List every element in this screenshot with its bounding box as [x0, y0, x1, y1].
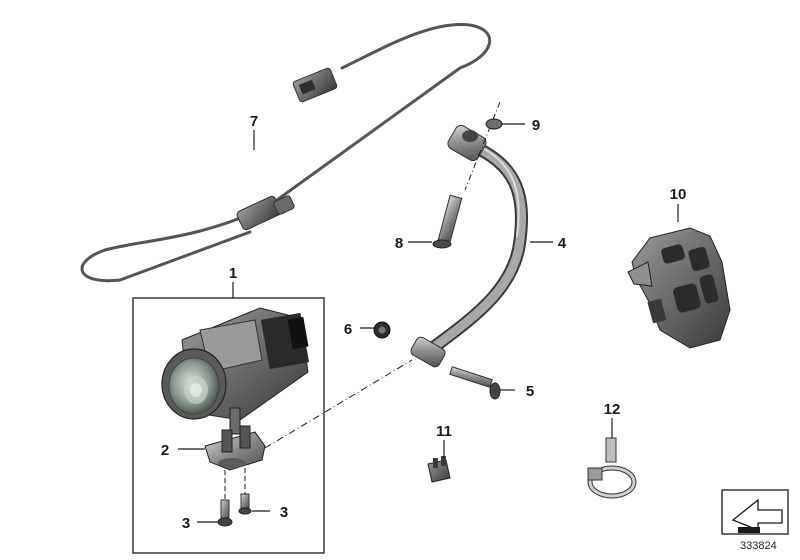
- connector-plug-upper[interactable]: [292, 67, 338, 103]
- callout-3-right: 3: [280, 504, 288, 521]
- washer-part-6[interactable]: [373, 321, 391, 339]
- callout-2: 2: [161, 442, 169, 459]
- callout-9: 9: [532, 117, 540, 134]
- screw-part-5[interactable]: [449, 366, 501, 400]
- callout-1: 1: [229, 265, 237, 282]
- turn-arrow-icon[interactable]: [721, 489, 789, 535]
- screw-part-3-right[interactable]: [238, 468, 252, 515]
- cable-clip-part-11[interactable]: [427, 456, 451, 483]
- nut-part-9[interactable]: [464, 101, 503, 191]
- callout-4: 4: [558, 235, 567, 252]
- callout-12: 12: [604, 401, 621, 418]
- callout-8: 8: [395, 235, 403, 252]
- leader-lines: [178, 123, 679, 523]
- hose-clamp-part-12[interactable]: [587, 437, 637, 499]
- callout-3-left: 3: [182, 515, 190, 532]
- callout-11: 11: [436, 423, 452, 440]
- mounting-bracket-part-4[interactable]: [409, 123, 529, 368]
- callout-labels: 7 1 2 3 3 4 5 6 8 9 10 11 12: [161, 113, 687, 532]
- handlebar-switch-part-10[interactable]: [627, 227, 731, 349]
- callout-10: 10: [670, 186, 687, 203]
- bolt-part-8[interactable]: [432, 194, 463, 249]
- assembly-axis-line: [264, 359, 413, 449]
- callout-6: 6: [344, 321, 352, 338]
- document-number: 333824: [740, 540, 777, 552]
- bracket-bore: [462, 130, 478, 142]
- callout-5: 5: [526, 383, 534, 400]
- wiring-harness-part-7[interactable]: [80, 22, 492, 283]
- connector-plug-lower[interactable]: [236, 195, 295, 231]
- callout-7: 7: [250, 113, 258, 130]
- auxiliary-light-frame-part-1: [132, 297, 325, 554]
- screw-part-3-left[interactable]: [217, 470, 233, 527]
- auxiliary-light-part-1[interactable]: [161, 307, 310, 435]
- mounting-clamp-part-2[interactable]: [204, 425, 266, 471]
